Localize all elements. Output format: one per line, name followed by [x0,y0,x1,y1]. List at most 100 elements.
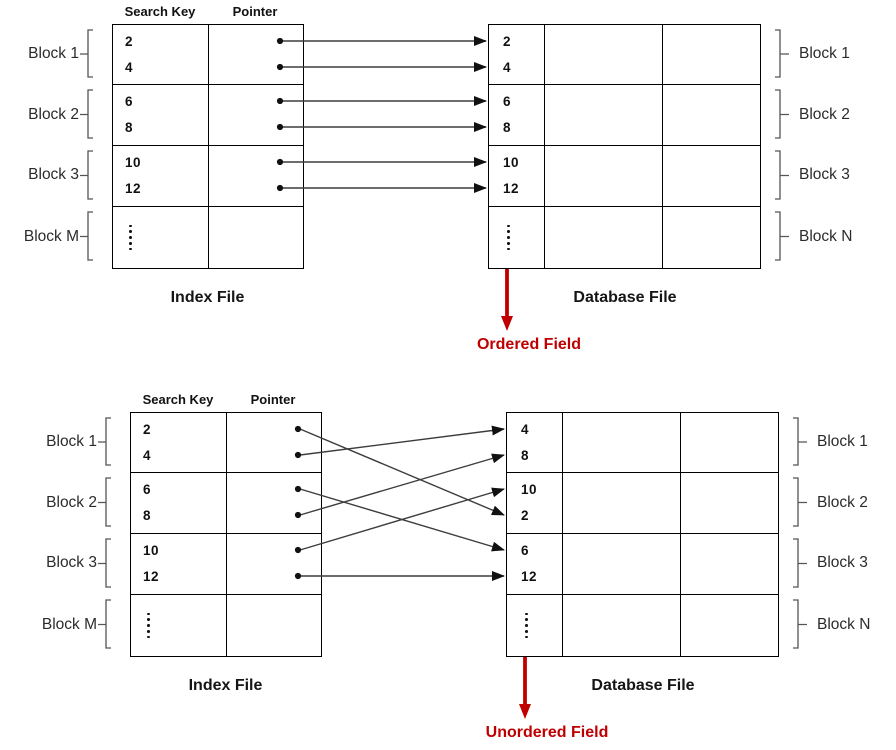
db-record-cell [545,146,663,207]
index-key: 12 [143,569,160,584]
db-block-3-keys: 10 12 [489,146,545,207]
index-block-m-cell [131,595,227,656]
db-block-n-cell [507,595,563,656]
db-record-cell [681,473,778,534]
right-block-label: Block 3 [817,554,868,571]
pointer-arrow-8 [299,453,505,516]
db-key: 6 [503,94,512,109]
db-key: 6 [521,543,530,558]
db-key: 2 [503,34,512,49]
index-file-table: 2 4 6 8 10 12 [130,412,322,657]
db-record-cell [545,25,663,85]
pointer-cell [227,534,321,595]
index-block-1-keys: 2 4 [131,413,227,473]
left-block-label: Block M [41,616,97,633]
database-file-caption: Database File [591,677,695,694]
db-key: 8 [521,448,530,463]
pointer-arrow-6 [299,488,505,552]
search-key-header: Search Key [142,392,214,407]
index-key: 12 [125,181,142,196]
left-block-label: Block 2 [46,494,97,511]
left-block-label: Block 1 [28,45,79,62]
index-key: 8 [143,508,152,523]
db-record-cell [563,595,681,656]
pointer-arrows [282,36,487,193]
index-key: 10 [125,155,142,170]
db-key: 12 [503,181,520,196]
pointer-cell [209,146,303,207]
diagram-ordered-field: Search Key Pointer 2 4 6 8 10 12 [0,0,878,362]
db-record-cell [681,595,778,656]
index-block-1-keys: 2 4 [113,25,209,85]
left-block-label: Block 3 [46,554,97,571]
diagram-unordered-field: Search Key Pointer 2 4 6 8 10 12 [18,388,896,750]
db-key: 2 [521,508,530,523]
index-block-2-keys: 6 8 [131,473,227,534]
left-block-label: Block M [23,228,79,245]
db-record-cell [681,534,778,595]
db-block-2-keys: 6 8 [489,85,545,146]
database-file-table: 4 8 10 2 6 12 [506,412,779,657]
db-record-cell [663,85,760,146]
db-block-n-cell [489,207,545,268]
search-key-header: Search Key [124,4,196,19]
index-file-caption: Index File [188,677,263,694]
pointer-cell [227,595,321,656]
right-block-label: Block 3 [799,166,850,183]
db-record-cell [563,534,681,595]
db-record-cell [681,413,778,473]
pointer-arrow-10 [299,487,505,551]
right-block-label: Block 2 [799,106,850,123]
ordered-field-label: Ordered Field [476,336,582,353]
index-block-m-cell [113,207,209,268]
unordered-field-label: Unordered Field [485,724,609,741]
right-block-label: Block 1 [817,433,868,450]
db-block-2-keys: 10 2 [507,473,563,534]
index-block-3-keys: 10 12 [131,534,227,595]
db-record-cell [663,207,760,268]
left-block-label: Block 3 [28,166,79,183]
database-file-caption: Database File [573,289,677,306]
index-key: 2 [125,34,134,49]
index-block-3-keys: 10 12 [113,146,209,207]
pointer-cell [209,25,303,85]
vertical-ellipsis-icon [113,224,132,251]
index-file-table: 2 4 6 8 10 12 [112,24,304,269]
index-key: 10 [143,543,160,558]
db-key: 10 [503,155,520,170]
pointer-arrows [299,425,505,581]
index-key: 6 [143,482,152,497]
pointer-arrow-4 [299,425,505,456]
right-block-label: Block N [817,616,871,633]
db-record-cell [663,25,760,85]
db-block-1-keys: 2 4 [489,25,545,85]
db-key: 4 [521,422,530,437]
pointer-header: Pointer [232,4,278,19]
index-key: 6 [125,94,134,109]
right-block-label: Block 2 [817,494,868,511]
db-block-3-keys: 6 12 [507,534,563,595]
right-block-label: Block 1 [799,45,850,62]
vertical-ellipsis-icon [507,612,528,639]
db-record-cell [563,413,681,473]
index-file-caption: Index File [170,289,245,306]
db-record-cell [545,85,663,146]
db-key: 10 [521,482,538,497]
index-key: 2 [143,422,152,437]
index-block-2-keys: 6 8 [113,85,209,146]
db-record-cell [663,146,760,207]
db-key: 8 [503,120,512,135]
db-key: 12 [521,569,538,584]
index-key: 8 [125,120,134,135]
pointer-cell [227,413,321,473]
db-record-cell [563,473,681,534]
db-block-1-keys: 4 8 [507,413,563,473]
db-record-cell [545,207,663,268]
right-block-label: Block N [799,228,853,245]
pointer-cell [227,473,321,534]
database-file-table: 2 4 6 8 10 12 [488,24,761,269]
left-block-label: Block 2 [28,106,79,123]
pointer-arrow-2 [299,428,505,516]
pointer-cell [209,207,303,268]
